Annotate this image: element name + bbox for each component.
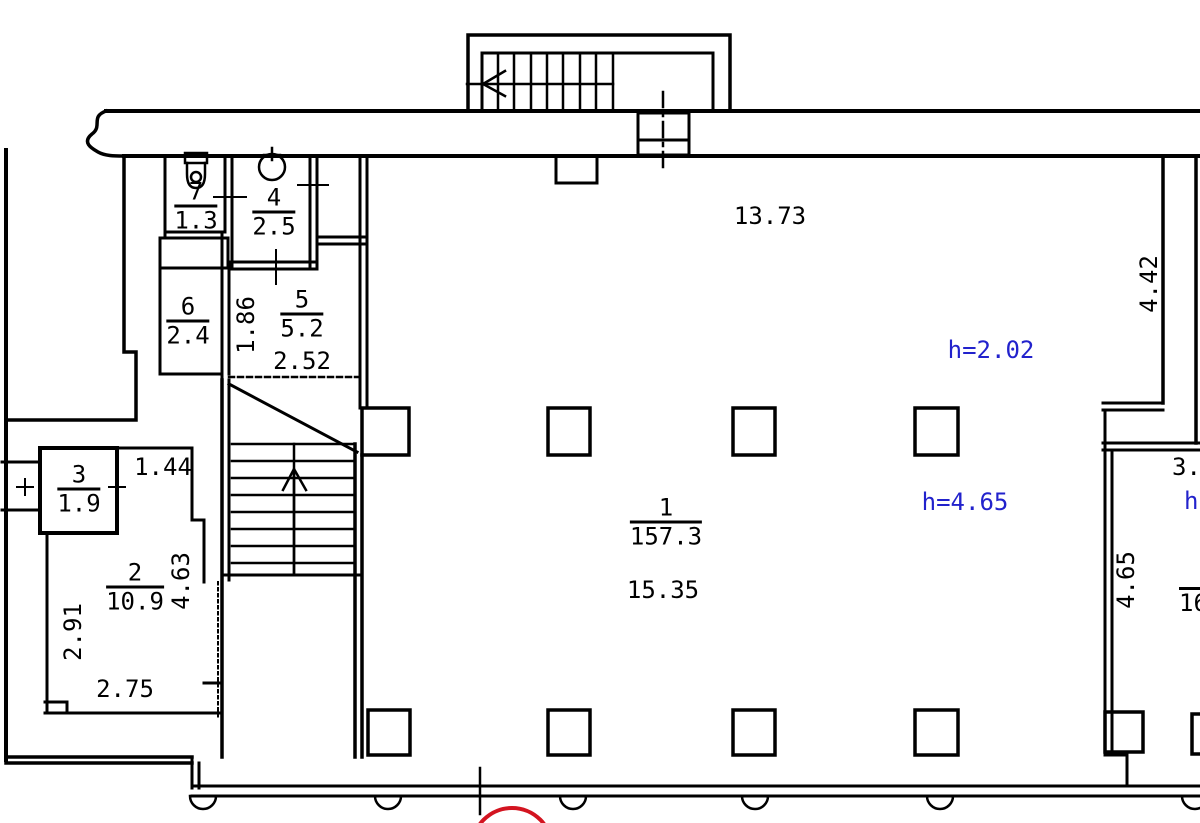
room7-number: 7 xyxy=(174,180,218,208)
dim-room2-right: 4.63 xyxy=(167,552,195,610)
outer-walls-left xyxy=(4,148,201,790)
sanitary-block-walls xyxy=(158,154,369,410)
window-bump xyxy=(558,794,588,811)
window-bump xyxy=(188,794,218,811)
up-arrow-icon xyxy=(281,466,308,577)
right-wing-walls xyxy=(1101,154,1200,788)
dim-wing-top: 3.0 xyxy=(1172,453,1200,481)
room6-area: 2.4 xyxy=(166,321,210,350)
room3-area: 1.9 xyxy=(57,489,101,518)
room2-label: 2 10.9 xyxy=(106,561,164,614)
column xyxy=(360,406,411,457)
room6-number: 6 xyxy=(166,295,210,323)
room4-area: 2.5 xyxy=(252,212,296,241)
room2-walls xyxy=(43,446,224,719)
dim-room2-left: 2.91 xyxy=(59,603,87,661)
toilet-icon xyxy=(183,151,209,190)
room3-walls xyxy=(0,446,126,535)
room6-label: 6 2.4 xyxy=(166,295,210,350)
door-tick xyxy=(108,478,126,496)
wall-niche xyxy=(554,154,599,185)
room5-area: 5.2 xyxy=(280,314,324,343)
dim-room2-bottom: 2.75 xyxy=(96,675,154,703)
column xyxy=(731,406,777,457)
room4-label: 4 2.5 xyxy=(252,186,296,241)
height-label-upper: h=2.02 xyxy=(947,336,1035,364)
dim-room5-depth: 1.86 xyxy=(232,296,260,354)
dim-main-top: 13.73 xyxy=(733,202,807,230)
room1-area: 157.3 xyxy=(629,522,703,551)
height-label-main: h=4.65 xyxy=(921,488,1009,516)
door-tick xyxy=(16,478,34,496)
column xyxy=(913,708,960,757)
column xyxy=(546,708,592,757)
room4-number: 4 xyxy=(252,186,296,214)
section-marker xyxy=(636,90,691,173)
columns xyxy=(360,406,1200,757)
room2-number: 2 xyxy=(106,561,164,589)
room2-area: 10.9 xyxy=(106,587,164,616)
dim-room5-width: 2.52 xyxy=(273,347,331,375)
wing-area-label: 16 xyxy=(1179,587,1200,615)
window-bump xyxy=(1180,794,1200,811)
window-band xyxy=(188,766,1200,816)
red-marker-circle xyxy=(478,806,546,823)
column xyxy=(1103,710,1145,754)
sink-icon xyxy=(257,146,287,182)
room3-label: 3 1.9 xyxy=(57,463,101,518)
dim-niche-right: 4.42 xyxy=(1135,255,1163,313)
height-label-wing: h xyxy=(1184,487,1199,515)
main-staircase xyxy=(220,375,364,759)
wing-area-value: 16 xyxy=(1179,587,1200,615)
room5-label: 5 5.2 xyxy=(280,288,324,343)
room7-area: 1.3 xyxy=(174,206,218,235)
dim-wing-left: 4.65 xyxy=(1112,551,1140,609)
room1-label: 1 157.3 xyxy=(629,496,703,551)
room7-label: 7 1.3 xyxy=(174,180,218,235)
column xyxy=(366,708,412,757)
window-bump xyxy=(373,794,403,811)
top-staircase xyxy=(465,33,732,112)
window-bump xyxy=(925,794,955,811)
room1-number: 1 xyxy=(629,496,703,524)
column xyxy=(731,708,777,757)
top-wall xyxy=(85,108,1200,158)
room5-number: 5 xyxy=(280,288,324,316)
room3-number: 3 xyxy=(57,463,101,491)
dim-room2-top: 1.44 xyxy=(134,453,192,481)
wall-break-symbol xyxy=(85,108,126,158)
dim-main-bottom: 15.35 xyxy=(626,576,700,604)
column xyxy=(1190,712,1200,756)
left-arrow-icon xyxy=(480,69,507,98)
column xyxy=(913,406,960,457)
column xyxy=(546,406,592,457)
window-bump xyxy=(740,794,770,811)
